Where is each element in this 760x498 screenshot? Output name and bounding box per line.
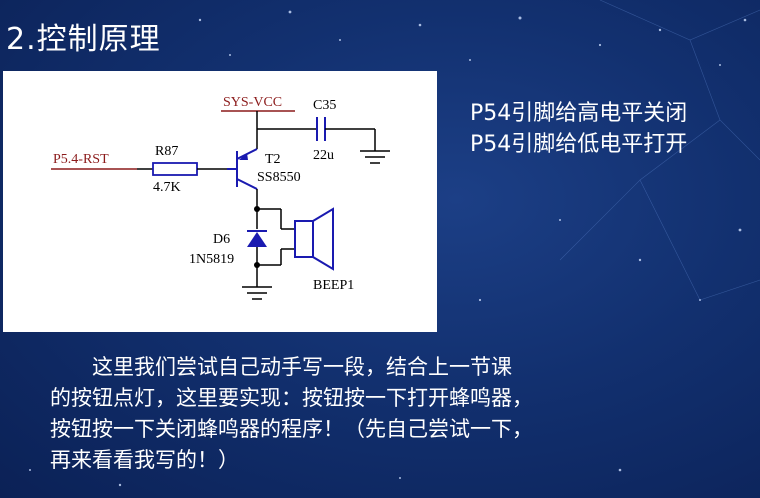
buzzer-circuit-schematic: SYS-VCC C35 22u P5.4-RST R87 4.7K bbox=[3, 71, 437, 332]
pin-behavior-notes: P54引脚给高电平关闭 P54引脚给低电平打开 bbox=[470, 98, 687, 160]
exercise-paragraph: 这里我们尝试自己动手写一段，结合上一节课 的按钮点灯，这里要实现：按钮按一下打开… bbox=[50, 352, 750, 476]
buzzer-ref: BEEP1 bbox=[313, 278, 354, 293]
resistor-symbol bbox=[152, 162, 198, 176]
ground-symbol-diode bbox=[242, 286, 272, 300]
buzzer-symbol bbox=[294, 207, 334, 271]
paragraph-line: 按钮按一下关闭蜂鸣器的程序！（先自己尝试一下， bbox=[50, 417, 533, 441]
note-low-level: P54引脚给低电平打开 bbox=[470, 132, 688, 157]
capacitor-symbol bbox=[316, 117, 326, 141]
paragraph-line: 再来看看我写的！） bbox=[50, 448, 239, 472]
net-label-sys-vcc: SYS-VCC bbox=[223, 95, 282, 110]
note-high-level: P54引脚给高电平关闭 bbox=[470, 101, 688, 126]
capacitor-value: 22u bbox=[313, 148, 334, 163]
diode-ref: D6 bbox=[213, 232, 230, 247]
transistor-ref: T2 bbox=[265, 152, 281, 167]
paragraph-line: 的按钮点灯，这里要实现：按钮按一下打开蜂鸣器， bbox=[50, 386, 533, 410]
resistor-value: 4.7K bbox=[153, 180, 181, 195]
diode-part: 1N5819 bbox=[189, 252, 234, 267]
schematic-drawing: SYS-VCC C35 22u P5.4-RST R87 4.7K bbox=[51, 95, 390, 300]
ground-symbol-capacitor bbox=[360, 150, 390, 164]
transistor-part: SS8550 bbox=[257, 170, 301, 185]
slide-title: 2.控制原理 bbox=[6, 22, 161, 57]
net-label-p54-rst: P5.4-RST bbox=[53, 152, 109, 167]
resistor-ref: R87 bbox=[155, 144, 178, 159]
transistor-symbol bbox=[227, 148, 258, 190]
diode-symbol bbox=[247, 230, 267, 247]
paragraph-line: 这里我们尝试自己动手写一段，结合上一节课 bbox=[92, 355, 512, 379]
capacitor-ref: C35 bbox=[313, 98, 336, 113]
